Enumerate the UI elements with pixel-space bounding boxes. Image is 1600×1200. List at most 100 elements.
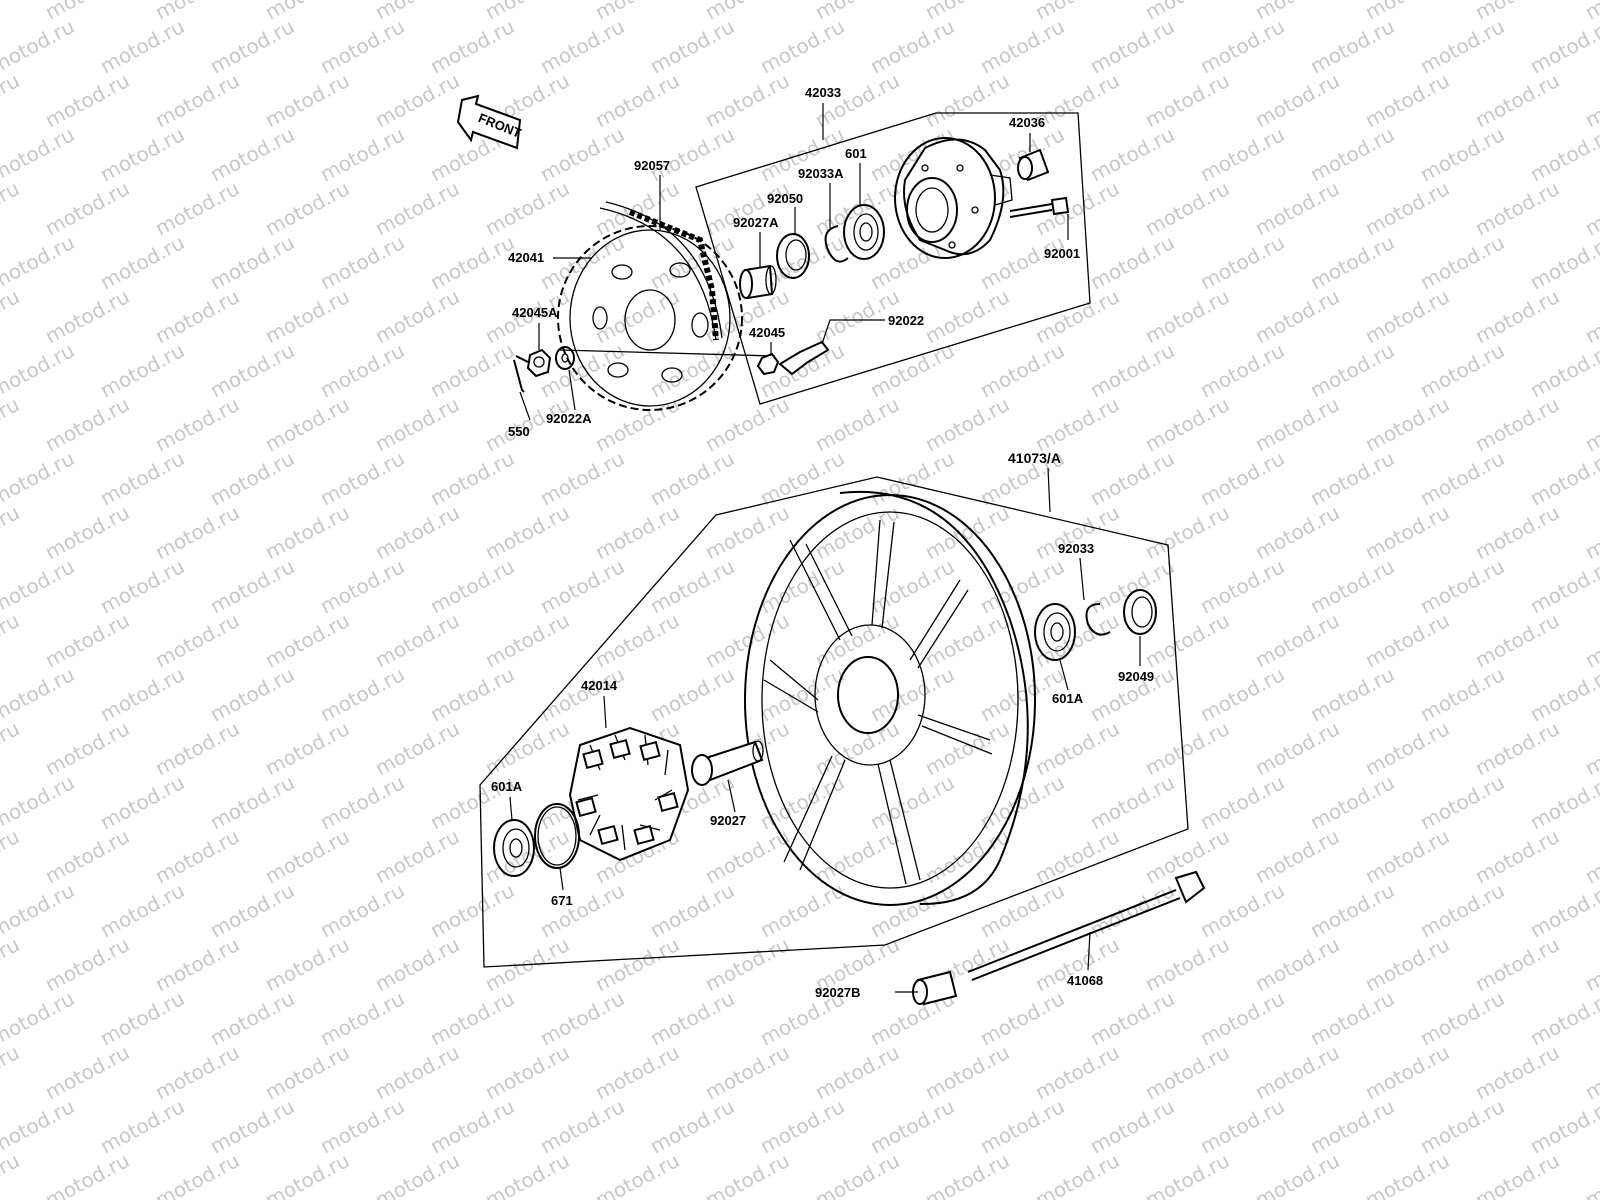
watermark-text: motod.ru	[426, 446, 518, 510]
watermark-text: motod.ru	[1526, 14, 1600, 78]
watermark-text: motod.ru	[1526, 230, 1600, 294]
watermark-text: motod.ru	[646, 662, 738, 726]
watermark-text: motod.ru	[316, 554, 408, 618]
watermark-text: motod.ru	[1306, 878, 1398, 942]
watermark-text: motod.ru	[646, 554, 738, 618]
watermark-text: motod.ru	[1251, 716, 1343, 780]
watermark-text: motod.ru	[206, 986, 298, 1050]
watermark-text: motod.ru	[1581, 500, 1600, 564]
oil-seal-92050	[776, 233, 810, 279]
watermark-text: motod.ru	[1581, 932, 1600, 996]
watermark-text: motod.ru	[591, 1148, 683, 1200]
watermark-text: motod.ru	[1086, 338, 1178, 402]
watermark-text: motod.ru	[976, 878, 1068, 942]
watermark-text: motod.ru	[316, 14, 408, 78]
watermark-text: motod.ru	[206, 446, 298, 510]
watermark-text: motod.ru	[1306, 1094, 1398, 1158]
watermark-text: motod.ru	[1031, 176, 1123, 240]
watermark-text: motod.ru	[1141, 500, 1233, 564]
watermark-text: motod.ru	[96, 986, 188, 1050]
watermark-text: motod.ru	[316, 446, 408, 510]
circlip-92033A	[824, 225, 849, 263]
watermark-text: motod.ru	[96, 122, 188, 186]
watermark-text: motod.ru	[1196, 554, 1288, 618]
watermark-text: motod.ru	[261, 932, 353, 996]
watermark-text: motod.ru	[0, 176, 23, 240]
watermark-text: motod.ru	[536, 446, 628, 510]
watermark-text: motod.ru	[1416, 662, 1508, 726]
watermark-text: motod.ru	[1141, 284, 1233, 348]
watermark-text: motod.ru	[96, 770, 188, 834]
watermark-text: motod.ru	[1141, 1040, 1233, 1104]
watermark-text: motod.ru	[1361, 608, 1453, 672]
collar-92027B	[912, 970, 958, 1006]
watermark-text: motod.ru	[1031, 716, 1123, 780]
watermark-text: motod.ru	[536, 986, 628, 1050]
watermark-text: motod.ru	[1361, 284, 1453, 348]
label-42036: 42036	[1009, 115, 1045, 130]
watermark-text: motod.ru	[1361, 824, 1453, 888]
label-92049: 92049	[1118, 669, 1154, 684]
watermark-text: motod.ru	[1361, 932, 1453, 996]
watermark-text: motod.ru	[1196, 446, 1288, 510]
watermark-text: motod.ru	[921, 68, 1013, 132]
watermark-text: motod.ru	[866, 554, 958, 618]
watermark-text: motod.ru	[1471, 716, 1563, 780]
watermark-text: motod.ru	[921, 608, 1013, 672]
collar-92027	[691, 740, 764, 786]
watermark-text: motod.ru	[371, 392, 463, 456]
watermark-text: motod.ru	[701, 176, 793, 240]
watermark-text: motod.ru	[1251, 284, 1343, 348]
watermark-text: motod.ru	[811, 68, 903, 132]
watermark-text: motod.ru	[1306, 230, 1398, 294]
watermark-text: motod.ru	[756, 446, 848, 510]
watermark-text: motod.ru	[206, 878, 298, 942]
watermark-text: motod.ru	[1416, 122, 1508, 186]
watermark-text: motod.ru	[1361, 392, 1453, 456]
watermark-text: motod.ru	[701, 1040, 793, 1104]
watermark-text: motod.ru	[1196, 986, 1288, 1050]
watermark-text: motod.ru	[1416, 14, 1508, 78]
watermark-text: motod.ru	[1581, 392, 1600, 456]
wheel-41073A	[744, 490, 1036, 906]
watermark-text: motod.ru	[316, 122, 408, 186]
watermark-text: motod.ru	[96, 230, 188, 294]
watermark-text: motod.ru	[701, 392, 793, 456]
watermark-text: motod.ru	[646, 14, 738, 78]
watermark-text: motod.ru	[591, 608, 683, 672]
watermark-text: motod.ru	[1031, 392, 1123, 456]
watermark-text: motod.ru	[1526, 662, 1600, 726]
watermark-text: motod.ru	[0, 824, 23, 888]
watermark-text: motod.ru	[206, 662, 298, 726]
watermark-text: motod.ru	[1251, 68, 1343, 132]
watermark-text: motod.ru	[1251, 500, 1343, 564]
watermark-text: motod.ru	[1526, 1094, 1600, 1158]
watermark-text: motod.ru	[1471, 176, 1563, 240]
watermark-text: motod.ru	[591, 68, 683, 132]
watermark-text: motod.ru	[1196, 878, 1288, 942]
watermark-text: motod.ru	[261, 392, 353, 456]
watermark-text: motod.ru	[811, 392, 903, 456]
label-550: 550	[508, 424, 530, 439]
watermark-text: motod.ru	[0, 1040, 23, 1104]
watermark-text: motod.ru	[41, 608, 133, 672]
watermark-text: motod.ru	[371, 824, 463, 888]
label-42041: 42041	[508, 250, 544, 265]
stud-line	[559, 349, 776, 357]
watermark-text: motod.ru	[1526, 338, 1600, 402]
watermark-text: motod.ru	[0, 0, 23, 24]
sprocket-carrier-42033	[894, 137, 1013, 259]
watermark-text: motod.ru	[41, 500, 133, 564]
part-labels: 42033 42036 92057 601 92033A 92050 92027…	[491, 85, 1154, 1000]
watermark-text: motod.ru	[1086, 122, 1178, 186]
watermark-text: motod.ru	[41, 1040, 133, 1104]
watermark-text: motod.ru	[151, 392, 243, 456]
watermark-text: motod.ru	[1581, 68, 1600, 132]
watermark-text: motod.ru	[151, 1148, 243, 1200]
watermark-text: motod.ru	[206, 230, 298, 294]
label-92022A: 92022A	[546, 411, 592, 426]
damper-42014	[568, 726, 690, 862]
watermark-text: motod.ru	[536, 1094, 628, 1158]
watermark-text: motod.ru	[1031, 824, 1123, 888]
